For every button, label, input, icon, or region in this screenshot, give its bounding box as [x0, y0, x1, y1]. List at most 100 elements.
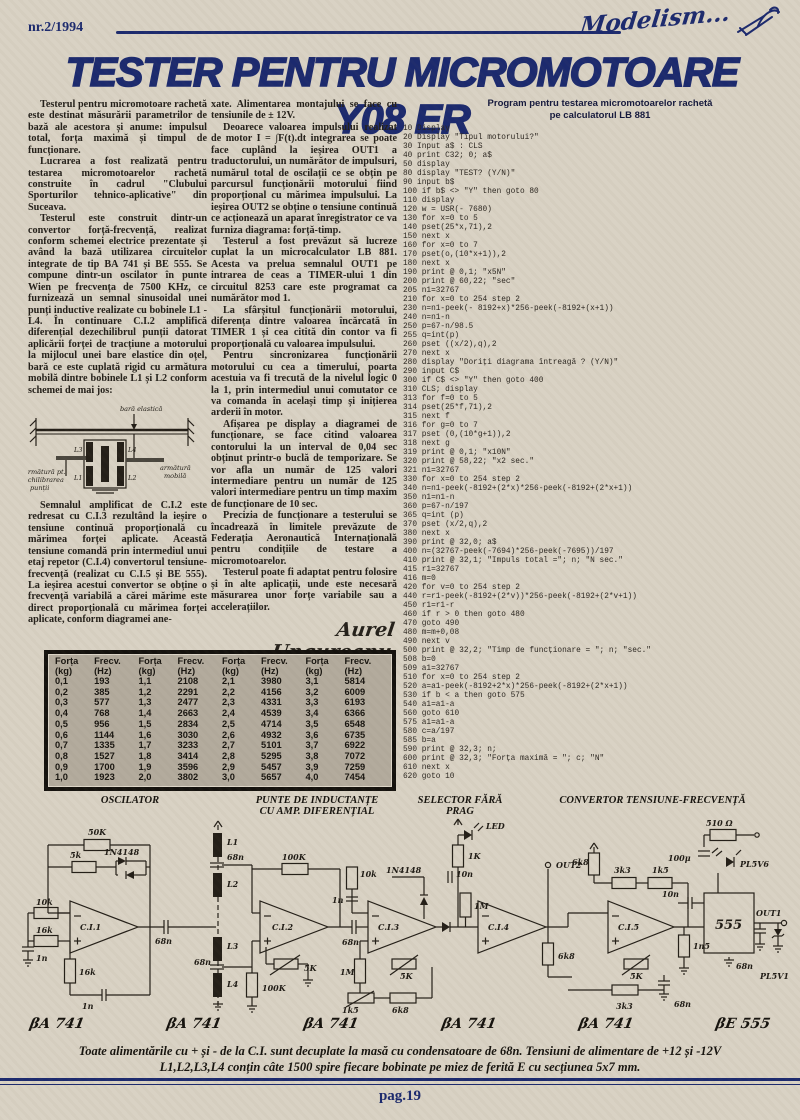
table-cell: 1335: [94, 740, 115, 751]
part-label: 1M: [340, 967, 356, 977]
table-cell: 3802: [177, 772, 199, 783]
force-frequency-table: Forța(kg)Frecv.(Hz)Forța(kg)Frecv.(Hz)Fo…: [44, 650, 396, 791]
program-line: 509 a1=32767: [403, 665, 460, 673]
table-cell: 5295: [261, 750, 282, 761]
program-line: 90 input b$: [403, 179, 455, 187]
mech-label: mobilă: [164, 472, 186, 480]
program-line: 310 CLS; display: [403, 386, 478, 394]
part-label: 10n: [456, 869, 473, 879]
body-paragraph: Pentru sincronizarea funcționării motoru…: [211, 350, 397, 419]
part-label: 3k3: [616, 1001, 633, 1011]
table-cell: 0,9: [55, 761, 68, 772]
program-line: 200 print @ 60,22; "sec": [403, 278, 516, 286]
part-label: 10n: [662, 889, 679, 899]
part-label: 1n: [332, 895, 344, 905]
mid-paragraph-group: xate. Alimentarea montajului se face cu …: [211, 99, 397, 613]
part-label: 100K: [262, 983, 287, 993]
table-header: Forța(kg): [305, 656, 329, 676]
program-line: 620 goto 10: [403, 773, 455, 781]
body-paragraph: Semnalul amplificat de C.I.2 este redres…: [28, 499, 207, 626]
program-line: 80 display "TEST? (Y/N)": [403, 170, 516, 178]
table-cell: 0,8: [55, 750, 68, 761]
mech-label: echilibrarea: [28, 476, 64, 484]
part-label: L1: [226, 837, 238, 847]
table-cell: 0,7: [55, 740, 68, 751]
part-label: 5k: [70, 850, 82, 860]
part-label: 68n: [227, 852, 244, 862]
header-rule: [116, 31, 621, 34]
footer-note-1: Toate alimentările cu + și - de la C.I. …: [78, 1044, 722, 1058]
program-line: 530 if b < a then goto 575: [403, 692, 525, 700]
table-cell: 4539: [261, 708, 282, 719]
program-line: 510 for x=0 to 254 step 2: [403, 674, 520, 682]
program-line: 30 Input a$ : CLS: [403, 143, 483, 151]
program-line: 120 w = USR(- 7680): [403, 206, 492, 214]
mech-label: armătură: [160, 464, 191, 472]
part-label: 68n: [342, 937, 359, 947]
program-line: 508 b=0: [403, 656, 436, 664]
table-cell: 1,7: [138, 740, 152, 751]
part-label: 1k5: [342, 1005, 359, 1015]
program-listing: Program pentru testarea micromotoarelor …: [403, 98, 797, 794]
program-line: 313 for f=0 to 5: [403, 395, 478, 403]
ic-name: βA 741: [302, 1016, 361, 1032]
table-header: Forța(kg): [221, 656, 246, 676]
table-cell: 1,1: [138, 676, 152, 686]
program-line: 210 for x=0 to 254 step 2: [403, 296, 520, 304]
table-cell: 1700: [94, 761, 115, 772]
table-cell: 3,3: [305, 697, 319, 708]
program-line: 160 for x=0 to 7: [403, 242, 478, 250]
part-label: 10k: [36, 897, 53, 907]
part-label: 16k: [79, 967, 96, 977]
table-cell: 2,6: [221, 729, 235, 740]
table-cell: 5657: [261, 772, 282, 783]
body-paragraph: Testerul este construit dintr-un convert…: [28, 213, 207, 396]
body-paragraph: xate. Alimentarea montajului se face cu …: [211, 99, 397, 122]
program-line: 130 for x=0 to 5: [403, 215, 478, 223]
program-line: 365 q=int (p): [403, 512, 464, 520]
program-line: 140 pset(25*x,71),2: [403, 224, 492, 232]
program-line: 300 if C$ <> "Y" then goto 400: [403, 377, 544, 385]
part-label: 1N4148: [386, 865, 422, 875]
program-line: 560 goto 610: [403, 710, 460, 718]
part-label: 68n: [194, 957, 211, 967]
part-label: 68n: [155, 936, 172, 946]
table-cell: 193: [94, 676, 110, 686]
mech-label: L2: [127, 474, 136, 482]
table-cell: 1144: [94, 729, 115, 740]
issue-number: nr.2/1994: [28, 20, 84, 35]
table-cell: 2834: [177, 718, 199, 729]
program-line: 240 n=n1-n: [403, 314, 450, 322]
part-label: 100K: [282, 852, 307, 862]
program-line: 318 next g: [403, 440, 450, 448]
table-cell: 7454: [344, 772, 366, 783]
table-cell: 1,3: [138, 697, 152, 708]
table-cell: 956: [94, 718, 110, 729]
program-line: 580 c=a/197: [403, 728, 455, 736]
part-label: 5K: [304, 963, 318, 973]
mech-label: punții: [30, 484, 49, 492]
section-label-convertor: CONVERTOR TENSIUNE-FRECVENȚĂ: [559, 795, 746, 806]
program-line: 317 pset (0,(10*g+1)),2: [403, 431, 511, 439]
part-label: 1N4148: [104, 847, 140, 857]
part-label: 68n: [674, 999, 691, 1009]
program-line: 50 display: [403, 161, 450, 169]
table-cell: 7072: [344, 750, 366, 761]
table-cell: 1,5: [138, 718, 152, 729]
program-line: 590 print @ 32,3; n;: [403, 746, 497, 754]
program-title-line2: pe calculatorul LB 881: [549, 110, 651, 121]
program-line: 40 print C32; 0; a$: [403, 152, 492, 160]
section-label-oscilator: OSCILATOR: [100, 795, 160, 806]
page-number: pag.19: [378, 1088, 422, 1104]
table-cell: 4331: [261, 697, 282, 708]
program-line: 460 if r > 0 then goto 480: [403, 611, 525, 619]
table-cell: 3,2: [305, 686, 319, 697]
program-line: 280 display "Doriți diagrama întreagă ? …: [403, 359, 619, 367]
part-label: 50K: [88, 827, 107, 837]
table-cell: 577: [94, 697, 110, 708]
table-cell: 0,2: [55, 686, 68, 697]
table-cell: 1,2: [138, 686, 152, 697]
article-title: TESTER PENTRU MICROMOTOARE Y08 ER: [65, 48, 740, 143]
